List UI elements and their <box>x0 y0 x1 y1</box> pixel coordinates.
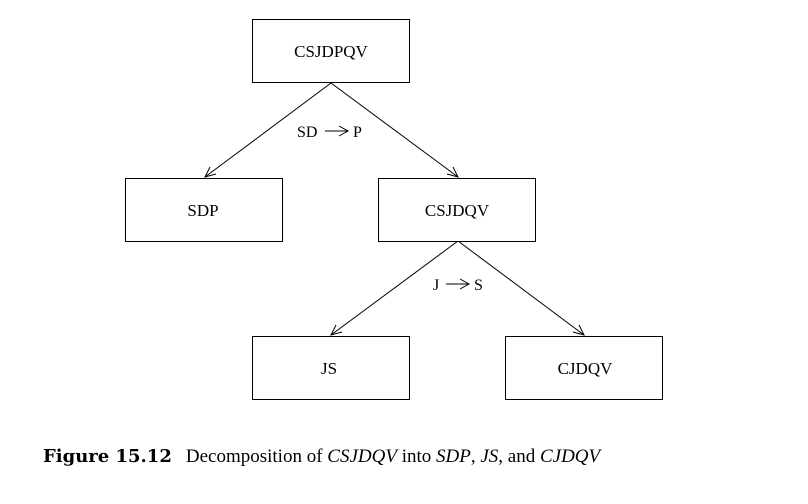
edge-root-to-sdp <box>204 82 332 178</box>
fd-label-j-s: J S <box>433 277 483 294</box>
node-box <box>252 19 410 83</box>
fd-rhs: S <box>474 277 483 294</box>
caption-text: Decomposition of <box>185 446 328 467</box>
arrowhead-js <box>330 324 343 336</box>
figure-caption: Figure 15.12 Decomposition of CSJDQV into… <box>43 446 803 468</box>
caption-separator: , and <box>498 446 540 467</box>
fd-lhs: J <box>433 277 439 294</box>
node-js: JS <box>252 336 410 400</box>
caption-relation-a: SDP <box>436 446 471 467</box>
node-cjdqv: CJDQV <box>505 336 663 400</box>
node-label: JS <box>321 359 337 378</box>
node-label: CJDQV <box>558 359 614 378</box>
node-box <box>125 178 283 242</box>
edge-csjdqv-to-js <box>330 240 459 336</box>
caption-relation-b: JS <box>480 446 499 467</box>
node-box <box>378 178 536 242</box>
fd-rhs: P <box>353 124 362 141</box>
node-csjdqv: CSJDQV <box>378 178 536 242</box>
fd-arrow-head-icon <box>338 125 350 137</box>
decomposition-tree-diagram: SD P J S CSJDPQV SDP CSJDQV JS CJDQV <box>125 19 663 400</box>
caption-text: into <box>396 446 437 467</box>
node-label: SDP <box>187 201 218 220</box>
edge-root-to-csjdqv <box>330 82 459 178</box>
arrowhead-csjdqv <box>446 166 459 178</box>
node-label: CSJDPQV <box>294 42 368 61</box>
figure-number: Figure 15.12 <box>43 446 172 467</box>
fd-arrow-head-icon <box>459 278 471 290</box>
fd-lhs: SD <box>297 124 317 141</box>
node-csjdpqv: CSJDPQV <box>252 19 410 83</box>
edge-csjdqv-to-cjdqv <box>457 240 585 336</box>
node-label: CSJDQV <box>425 201 490 220</box>
arrowhead-sdp <box>204 166 217 178</box>
node-sdp: SDP <box>125 178 283 242</box>
node-box <box>252 336 410 400</box>
arrowhead-cjdqv <box>572 324 585 336</box>
fd-label-sd-p: SD P <box>297 124 362 141</box>
tree-edges <box>204 82 585 336</box>
caption-relation-main: CSJDQV <box>327 446 397 467</box>
node-box <box>505 336 663 400</box>
caption-relation-c: CJDQV <box>539 446 601 467</box>
caption-separator: , <box>470 446 481 467</box>
